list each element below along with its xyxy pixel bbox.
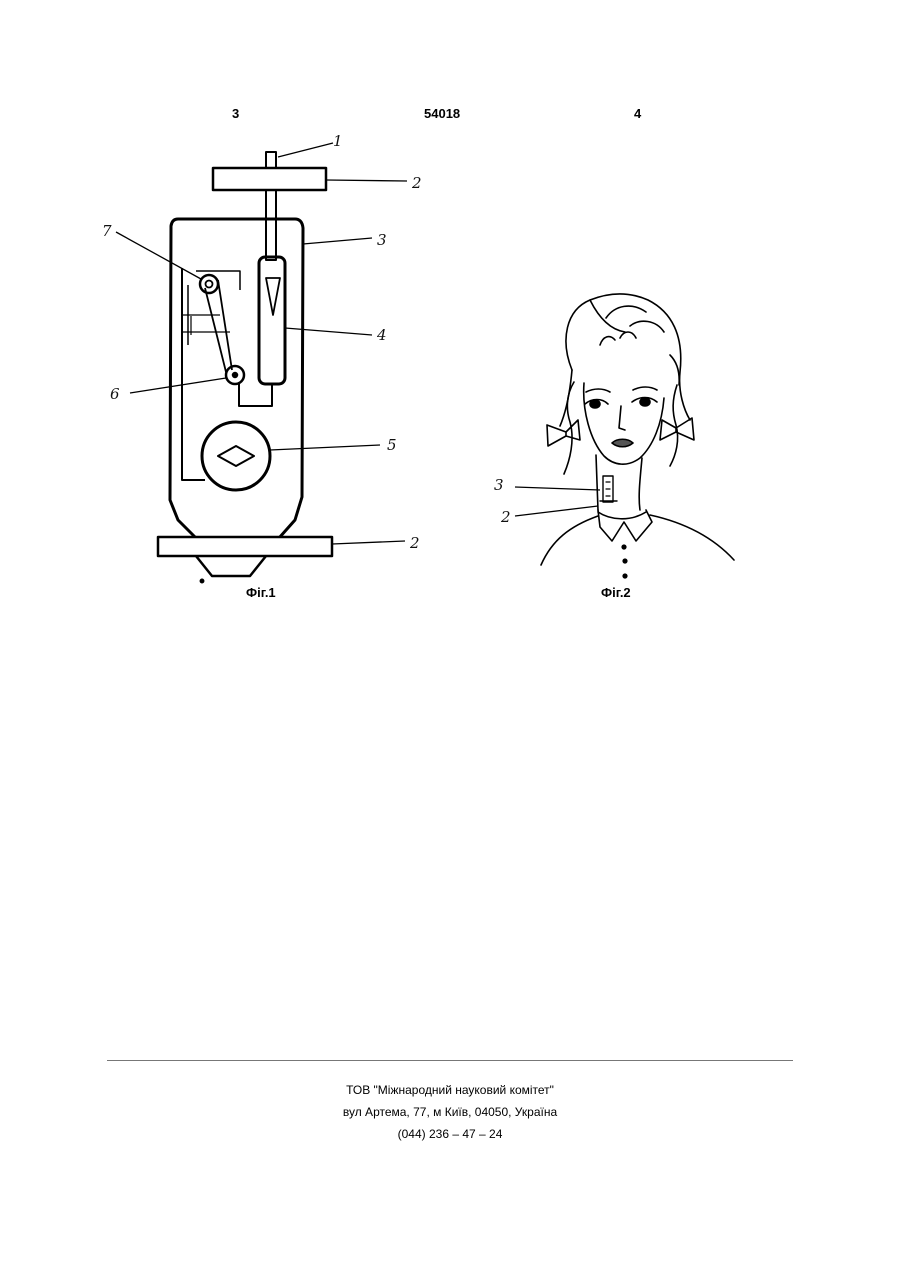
figures-drawing: 1 2 3 4 5 6 7 2 Фіг.1 (0, 0, 900, 620)
face (584, 383, 664, 464)
figure-2-leaders (515, 487, 600, 516)
belt-left (205, 288, 226, 372)
bow-right (676, 418, 694, 440)
figure-2-illustration (541, 294, 734, 578)
fig1-label-1: 1 (333, 132, 343, 150)
cylinder-needle (266, 278, 280, 315)
figure-2-caption: Фіг.2 (601, 585, 631, 600)
fig1-label-2-top: 2 (411, 174, 422, 192)
footer-address: вул Артема, 77, м Київ, 04050, Україна (0, 1105, 900, 1119)
figure-1-leaders (116, 143, 407, 544)
figure-1-device (158, 152, 332, 582)
fig1-label-7: 7 (102, 222, 112, 240)
fig2-label-2: 2 (500, 508, 511, 526)
device-base (196, 556, 266, 576)
plate-bottom-part-2 (158, 537, 332, 556)
fig1-label-3: 3 (377, 231, 387, 249)
belt-right (218, 280, 232, 370)
fig1-label-2-bottom: 2 (409, 534, 420, 552)
footer-publisher: ТОВ "Міжнародний науковий комітет" (0, 1083, 900, 1097)
motor-diamond (218, 446, 254, 466)
cylinder-part-4 (259, 257, 285, 384)
pulley-part-7 (200, 275, 218, 293)
motor-part-5 (202, 422, 270, 490)
tube-u-bend (239, 382, 272, 406)
fig1-label-6: 6 (110, 385, 120, 403)
figure-1-caption: Фіг.1 (246, 585, 276, 600)
collar (598, 510, 652, 541)
fig1-label-5: 5 (387, 436, 397, 454)
footer-phone: (044) 236 – 47 – 24 (0, 1127, 900, 1141)
plate-top-part-2 (213, 168, 326, 190)
bow-left (547, 425, 566, 446)
fig1-label-4: 4 (376, 326, 387, 344)
footer-divider (107, 1060, 793, 1061)
fig2-label-3: 3 (494, 476, 504, 494)
